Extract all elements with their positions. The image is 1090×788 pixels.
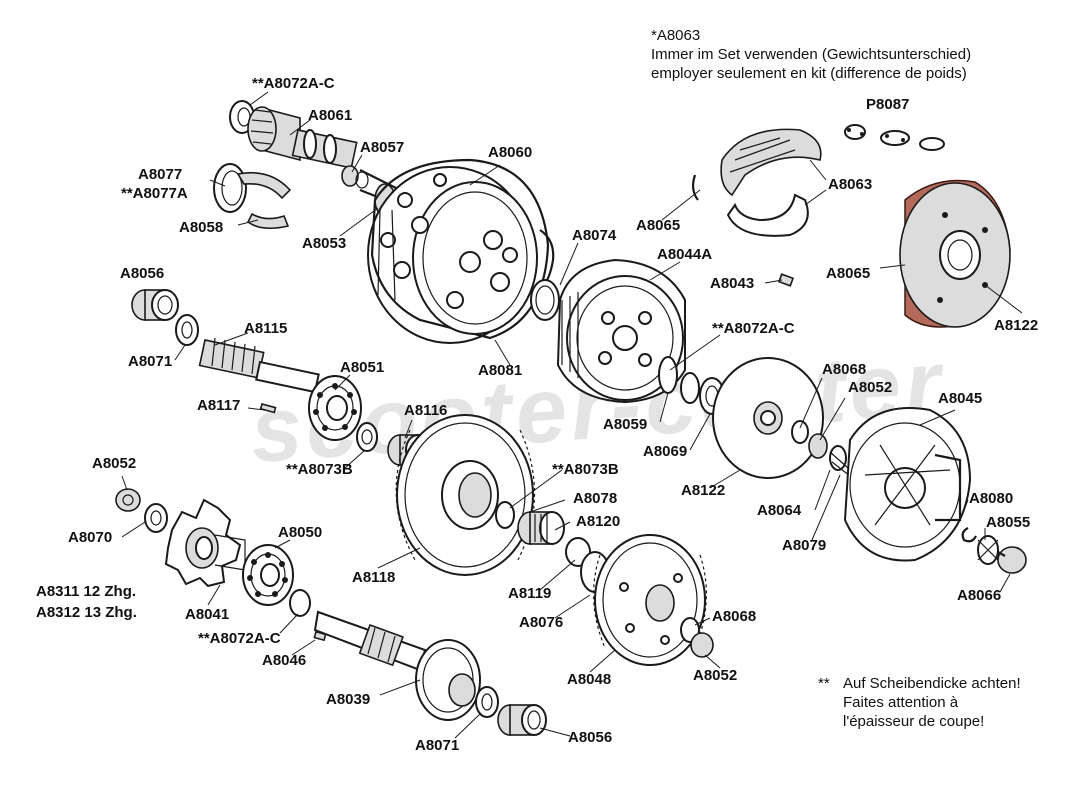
label-a8070: A8070 [68,529,113,546]
label-a8052-bottom: A8052 [693,667,738,684]
label-a8115: A8115 [244,320,288,337]
label-a8117: A8117 [197,397,241,414]
bottom-note-line1: Auf Scheibendicke achten! [843,675,1021,692]
label-a8116: A8116 [404,402,448,419]
label-a8311: A8311 12 Zhg. [36,583,137,600]
label-a8079: A8079 [782,537,827,554]
label-a8072ac-mid: **A8072A-C [712,320,795,337]
label-a8122-mid: A8122 [681,482,726,499]
top-note-line2: Immer im Set verwenden (Gewichtsuntersch… [651,46,972,63]
part-washer-a8071-bottom [475,686,499,718]
part-gear-a8048 [593,534,707,666]
label-a8052-top: A8052 [848,379,893,396]
part-clutch-shoes-a8063 [691,128,822,237]
label-a8077a: **A8077A [121,185,188,202]
part-cap-a8066 [977,535,1027,574]
part-clutch-housing-a8060 [367,158,555,344]
part-clip-a8080 [961,527,977,543]
part-clutch-drum-a8044a [556,258,686,404]
label-a8122-top: A8122 [994,317,1039,334]
label-a8120: A8120 [576,513,621,530]
part-rings-a8077 [213,163,292,230]
part-clutch-cover-a8045 [843,407,972,562]
part-bushings-a8064 [791,420,851,477]
part-washer-a8071-top [175,314,199,346]
label-a8064: A8064 [757,502,802,519]
label-a8073b-left: **A8073B [286,461,353,478]
label-a8068-bottom: A8068 [712,608,757,625]
bottom-note: Auf Scheibendicke achten! Faites attenti… [843,674,1021,731]
label-a8072ac-bottom: **A8072A-C [198,630,281,647]
label-a8051: A8051 [340,359,385,376]
label-a8060: A8060 [488,144,533,161]
part-circlip-a8074 [530,279,560,321]
label-a8043: A8043 [710,275,755,292]
label-a8069: A8069 [643,443,688,460]
part-needle-bearing-a8056-bottom [497,704,547,736]
label-a8052-left: A8052 [92,455,137,472]
top-note: *A8063 Immer im Set verwenden (Gewichtsu… [651,26,971,83]
label-a8071-bottom: A8071 [415,737,460,754]
label-a8056-bottom: A8056 [568,729,613,746]
part-drive-gear-a8061 [247,106,401,217]
label-a8076: A8076 [519,614,564,631]
label-p8087: P8087 [866,96,910,113]
label-a8048: A8048 [567,671,612,688]
label-a8050: A8050 [278,524,323,541]
part-washer-a8073b-left [356,422,378,452]
part-ball-bearing-a8050 [242,544,294,606]
label-a8057: A8057 [360,139,405,156]
label-a8045: A8045 [938,390,983,407]
part-large-gear-a8118 [395,414,536,576]
label-a8074: A8074 [572,227,617,244]
label-a8080: A8080 [969,490,1014,507]
label-a8065-left: A8065 [636,217,681,234]
label-a8073b-right: **A8073B [552,461,619,478]
label-a8077: A8077 [138,166,183,183]
label-a8066: A8066 [957,587,1002,604]
part-nut-a8052-left [115,488,141,512]
label-a8053: A8053 [302,235,347,252]
label-a8055: A8055 [986,514,1031,531]
top-note-line3: employer seulement en kit (difference de… [651,65,967,82]
label-a8119: A8119 [508,585,552,602]
label-a8059: A8059 [603,416,648,433]
part-main-shaft-a8039 [313,610,481,721]
label-a8058: A8058 [179,219,224,236]
part-plate-a8122 [712,357,824,479]
label-a8046: A8046 [262,652,307,669]
label-a8065-right: A8065 [826,265,871,282]
label-a8072ac-top: **A8072A-C [252,75,335,92]
label-a8081: A8081 [478,362,523,379]
label-a8061: A8061 [308,107,353,124]
part-nut-a8068-bottom [680,617,714,658]
label-a8056-top: A8056 [120,265,165,282]
label-a8068-top: A8068 [822,361,867,378]
label-a8118: A8118 [352,569,396,586]
top-note-line1: *A8063 [651,27,701,44]
part-sprocket-a8311 [164,498,246,588]
part-needle-bearing-a8056-top [131,289,179,321]
label-a8041: A8041 [185,606,230,623]
part-shaft-a8115 [198,337,320,414]
label-a8039: A8039 [326,691,371,708]
part-spring-pin-a8043 [777,273,795,287]
bottom-note-marker: ** [818,675,830,692]
part-ball-bearing-a8051 [308,375,362,441]
bottom-note-line3: l'épaisseur de coupe! [843,713,985,730]
label-a8312: A8312 13 Zhg. [36,604,137,621]
label-a8071-top: A8071 [128,353,173,370]
part-chain-link-p8087 [844,124,945,151]
part-clutch-assembly-a8065 [899,179,1011,328]
part-washer-a8070 [144,503,168,533]
leader-lines [121,91,1023,739]
part-washer-a8072ac-bottom [289,589,311,617]
bottom-note-line2: Faites attention à [843,694,959,711]
label-a8078: A8078 [573,490,618,507]
label-a8044a: A8044A [657,246,713,263]
label-a8063-right: A8063 [828,176,873,193]
